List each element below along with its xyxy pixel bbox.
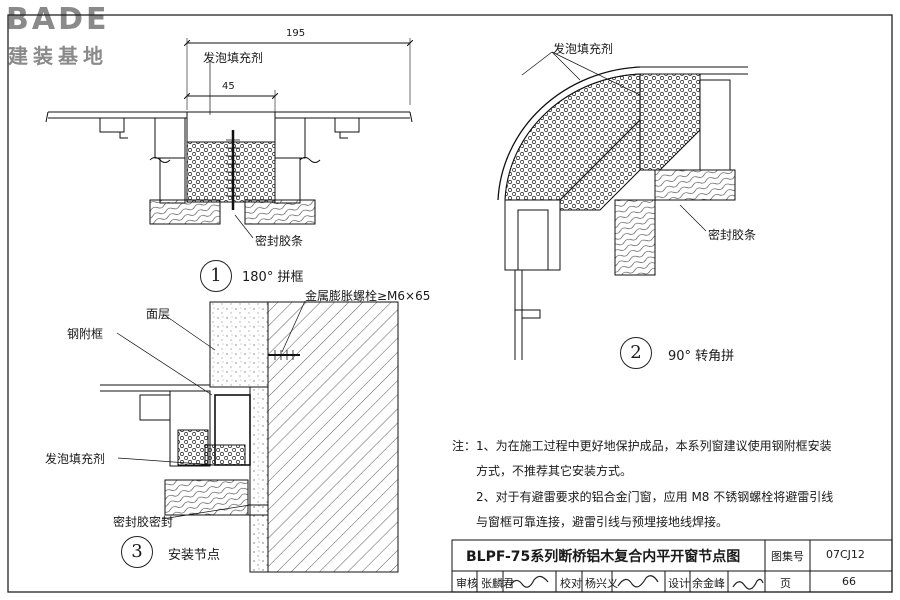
design-label: 设计 <box>668 577 690 590</box>
fig1-seal-label: 密封胶条 <box>255 234 304 248</box>
figure2-section <box>497 51 748 360</box>
fig2-foam-label: 发泡填充剂 <box>553 42 614 56</box>
atlas-number: 07CJ12 <box>826 548 865 561</box>
fig1-dim-fill: 45 <box>222 81 235 92</box>
fig1-dim-total: 195 <box>286 28 306 39</box>
fig1-caption: 180° 拼框 <box>242 270 304 285</box>
fig2-number-circle: 2 <box>620 337 652 369</box>
title-block-lines <box>451 539 893 593</box>
fig2-seal-label: 密封胶条 <box>708 228 757 242</box>
design-name: 余金峰 <box>692 577 725 590</box>
fig3-steel-frame-label: 钢附框 <box>67 327 104 341</box>
atlas-label: 图集号 <box>771 550 804 563</box>
logo-subtitle: 建装基地 <box>8 44 108 68</box>
note-line-2: 方式，不推荐其它安装方式。 <box>476 464 633 478</box>
check-label: 校对 <box>560 577 582 590</box>
page-number: 66 <box>842 575 856 588</box>
fig3-seal-label: 密封胶密封 <box>113 515 174 529</box>
check-name: 杨兴义 <box>585 577 618 590</box>
note-line-3: 2、对于有避雷要求的铝合金门窗，应用 M8 不锈钢螺栓将避雷引线 <box>476 490 834 504</box>
note-line-1: 注：1、为在施工过程中更好地保护成品，本系列窗建议使用钢附框安装 <box>452 439 832 453</box>
fig1-foam-label: 发泡填充剂 <box>203 51 264 65</box>
fig3-number-circle: 3 <box>121 536 153 568</box>
fig3-surface-label: 面层 <box>146 307 171 321</box>
fig3-bolt-label: 金属膨胀螺栓≥M6×65 <box>305 289 431 303</box>
figure1-section <box>45 38 412 239</box>
logo-text: BADE <box>6 2 110 37</box>
review-label: 审核 <box>456 577 478 590</box>
review-name: 张麟君 <box>481 577 514 590</box>
figure3-section <box>100 300 399 573</box>
drawing-title: BLPF-75系列断桥铝木复合内平开窗节点图 <box>466 549 741 565</box>
fig2-caption: 90° 转角拼 <box>668 349 735 364</box>
note-line-4: 与窗框可靠连接，避雷引线与预埋接地线焊接。 <box>476 515 729 529</box>
fig3-foam-label: 发泡填充剂 <box>45 452 106 466</box>
page-label: 页 <box>780 577 791 590</box>
fig3-caption: 安装节点 <box>168 548 221 563</box>
fig1-number-circle: 1 <box>200 260 232 292</box>
